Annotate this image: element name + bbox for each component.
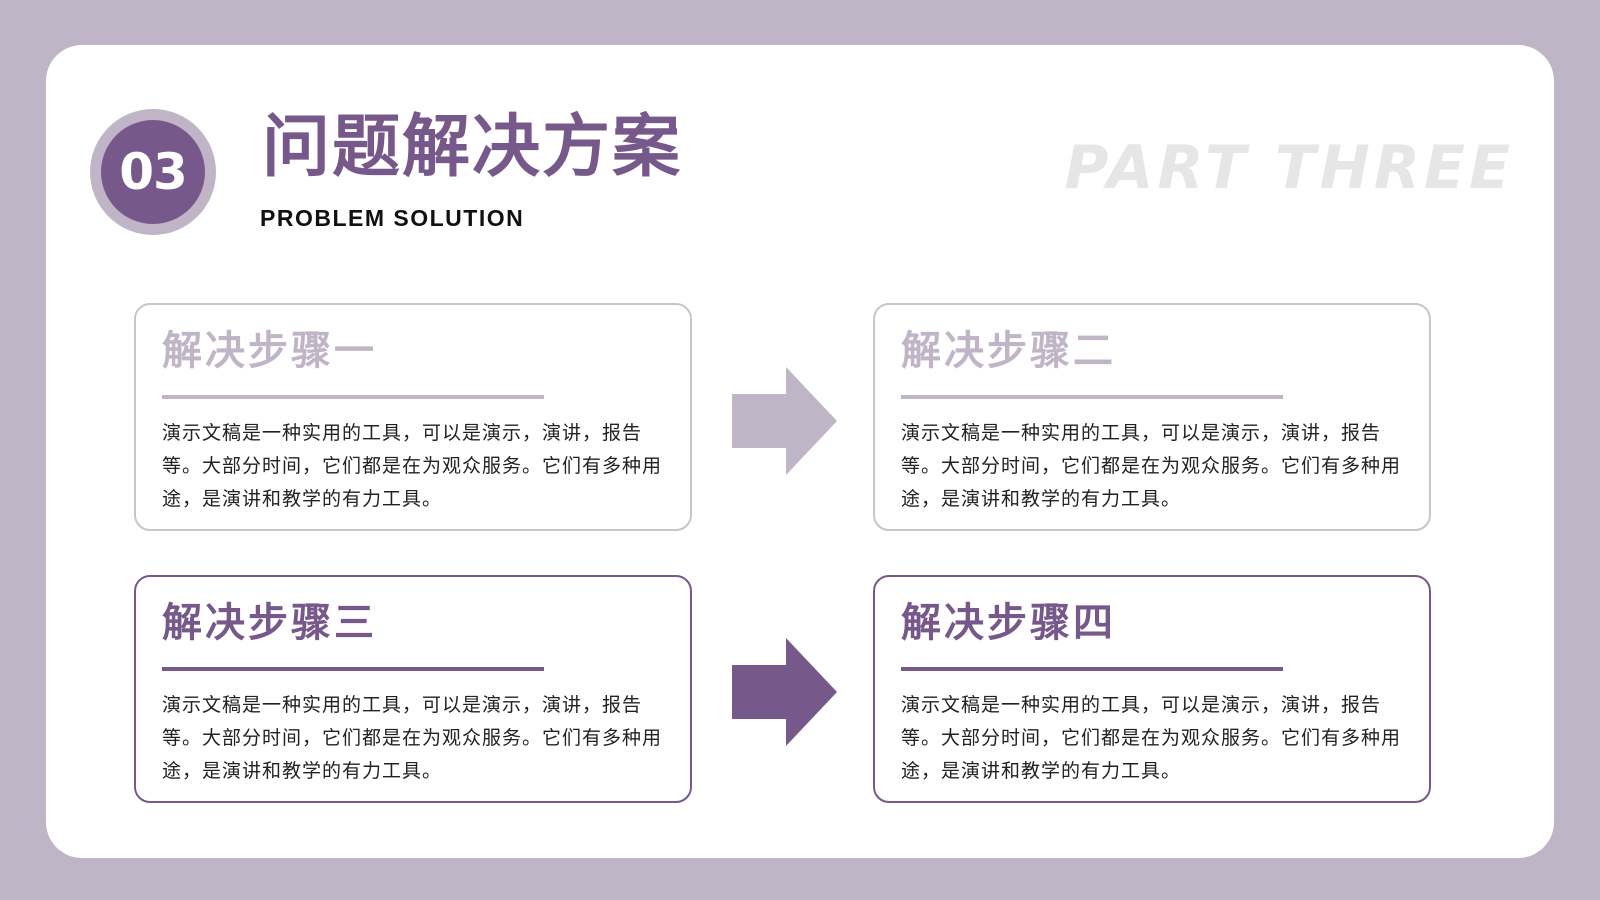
step-description: 演示文稿是一种实用的工具，可以是演示，演讲，报告等。大部分时间，它们都是在为观众… [162, 422, 663, 510]
page-subtitle: PROBLEM SOLUTION [260, 205, 525, 231]
step-title: 解决步骤四 [901, 600, 1116, 646]
step-card-3: 解决步骤三 演示文稿是一种实用的工具，可以是演示，演讲，报告等。大部分时间，它们… [134, 575, 692, 803]
step-divider [162, 395, 544, 399]
section-number: 03 [101, 120, 205, 224]
arrow-shape [732, 367, 837, 475]
arrow-shape [732, 638, 837, 746]
part-watermark: PART THREE [1064, 133, 1514, 203]
step-description: 演示文稿是一种实用的工具，可以是演示，演讲，报告等。大部分时间，它们都是在为观众… [901, 422, 1402, 510]
step-divider [901, 395, 1283, 399]
slide-card: 03 问题解决方案 PROBLEM SOLUTION PART THREE 解决… [46, 45, 1554, 858]
step-title: 解决步骤三 [162, 600, 377, 646]
step-card-1: 解决步骤一 演示文稿是一种实用的工具，可以是演示，演讲，报告等。大部分时间，它们… [134, 303, 692, 531]
arrow-right-icon [732, 367, 837, 475]
step-title: 解决步骤一 [162, 328, 377, 374]
arrow-right-icon [732, 638, 837, 746]
page-title: 问题解决方案 [262, 108, 683, 187]
section-number-badge: 03 [90, 109, 216, 235]
step-card-2: 解决步骤二 演示文稿是一种实用的工具，可以是演示，演讲，报告等。大部分时间，它们… [873, 303, 1431, 531]
step-divider [901, 667, 1283, 671]
step-description: 演示文稿是一种实用的工具，可以是演示，演讲，报告等。大部分时间，它们都是在为观众… [162, 694, 663, 782]
step-card-4: 解决步骤四 演示文稿是一种实用的工具，可以是演示，演讲，报告等。大部分时间，它们… [873, 575, 1431, 803]
step-description: 演示文稿是一种实用的工具，可以是演示，演讲，报告等。大部分时间，它们都是在为观众… [901, 694, 1402, 782]
step-title: 解决步骤二 [901, 328, 1116, 374]
step-divider [162, 667, 544, 671]
